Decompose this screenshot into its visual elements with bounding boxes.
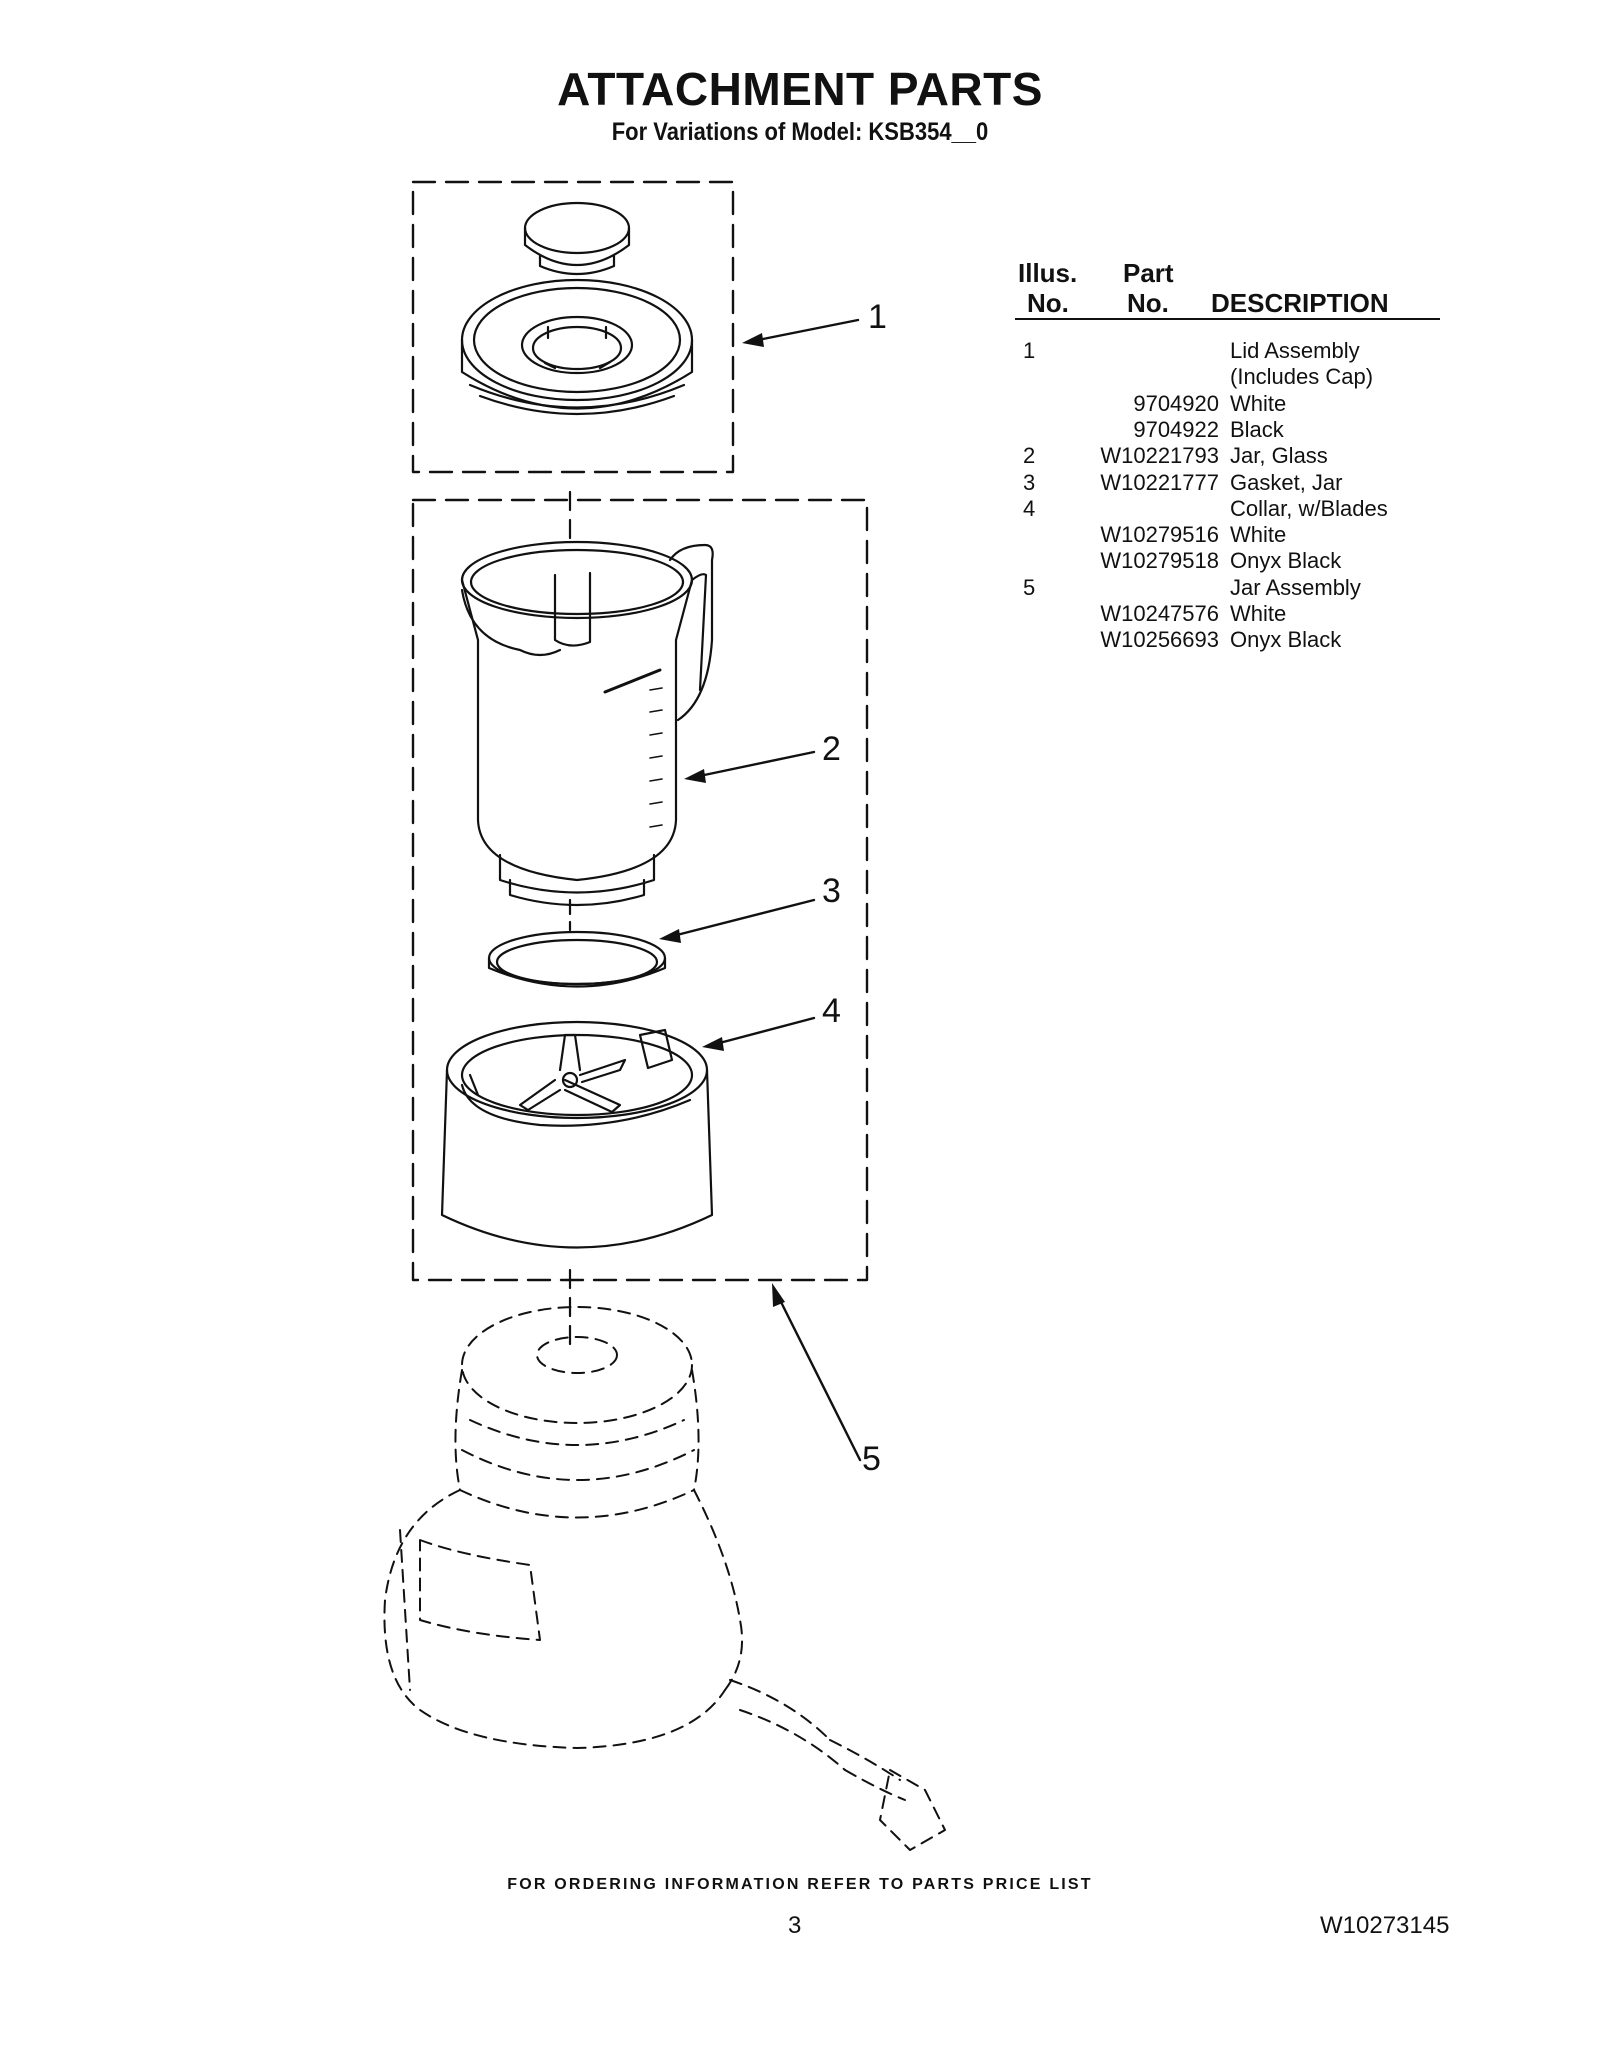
cell-description: (Includes Cap) (1230, 364, 1374, 390)
jar-assembly-box (411, 498, 869, 1282)
header-illus-line2: No. (1027, 288, 1069, 318)
cell-description: Lid Assembly (1230, 338, 1360, 363)
cell-description: White (1230, 390, 1287, 416)
callout-3: 3 (822, 872, 841, 910)
cell-part-no: W10256693 (1100, 627, 1219, 653)
cell-illus-no: 2 (1023, 443, 1036, 469)
collar-with-blades-drawing (440, 1020, 714, 1249)
table-row: 9704922 Black (1015, 417, 1445, 443)
cell-illus-no: 5 (1023, 574, 1036, 600)
document-number: W10273145 (1320, 1912, 1450, 1939)
table-row: W10247576 White (1015, 601, 1445, 627)
glass-jar-drawing (460, 540, 714, 907)
cell-description: White (1230, 522, 1287, 548)
table-row: 4 Collar, w/Blades (1015, 496, 1445, 522)
cell-part-no: 9704922 (1133, 416, 1219, 442)
cell-description: White (1230, 601, 1287, 626)
cell-part-no: W10221777 (1100, 469, 1219, 495)
ordering-note: FOR ORDERING INFORMATION REFER TO PARTS … (507, 1876, 1093, 1893)
table-row: 1 Lid Assembly (1015, 338, 1445, 364)
callout-4: 4 (822, 992, 841, 1030)
header-part-line1: Part (1123, 258, 1174, 288)
blender-base-dashed-drawing (383, 1306, 946, 1851)
table-row: W10256693 Onyx Black (1015, 627, 1445, 653)
table-row: W10279516 White (1015, 522, 1445, 548)
header-illus-line1: Illus. (1018, 258, 1078, 288)
cell-description: Jar Assembly (1230, 574, 1361, 600)
table-row: 5 Jar Assembly (1015, 575, 1445, 601)
table-row: 9704920 White (1015, 391, 1445, 417)
header-description: DESCRIPTION (1211, 288, 1389, 318)
cell-description: Gasket, Jar (1230, 469, 1343, 495)
cell-description: Black (1230, 416, 1284, 442)
cell-illus-no: 4 (1023, 495, 1036, 521)
cell-description: Onyx Black (1230, 627, 1342, 653)
header-rule (1015, 318, 1440, 320)
callout-2: 2 (822, 730, 841, 768)
table-row: 2 W10221793 Jar, Glass (1015, 443, 1445, 469)
callout-5: 5 (862, 1440, 881, 1478)
cell-illus-no: 3 (1023, 469, 1036, 495)
header-part-line2: No. (1127, 288, 1169, 318)
table-row: 3 W10221777 Gasket, Jar (1015, 470, 1445, 496)
page-title: ATTACHMENT PARTS (557, 63, 1043, 115)
cell-part-no: W10221793 (1100, 443, 1219, 469)
jar-gasket-drawing (487, 930, 667, 988)
table-row: W10279518 Onyx Black (1015, 548, 1445, 574)
cell-part-no: W10279516 (1100, 522, 1219, 548)
cell-part-no: W10279518 (1100, 548, 1219, 574)
cell-description: Collar, w/Blades (1230, 495, 1388, 521)
callout-arrows (663, 318, 862, 1462)
cell-illus-no: 1 (1023, 338, 1036, 363)
lid-assembly-drawing (460, 201, 694, 416)
callout-1: 1 (868, 298, 887, 336)
page-subtitle: For Variations of Model: KSB354__0 (611, 118, 989, 146)
cell-part-no: W10247576 (1100, 601, 1219, 626)
page-number: 3 (788, 1912, 802, 1939)
lid-assembly-box (411, 180, 735, 474)
callout-arrowheads (659, 333, 785, 1307)
table-row: (Includes Cap) (1015, 364, 1445, 390)
cell-description: Jar, Glass (1230, 443, 1328, 469)
cell-description: Onyx Black (1230, 548, 1342, 574)
cell-part-no: 9704920 (1133, 390, 1219, 416)
